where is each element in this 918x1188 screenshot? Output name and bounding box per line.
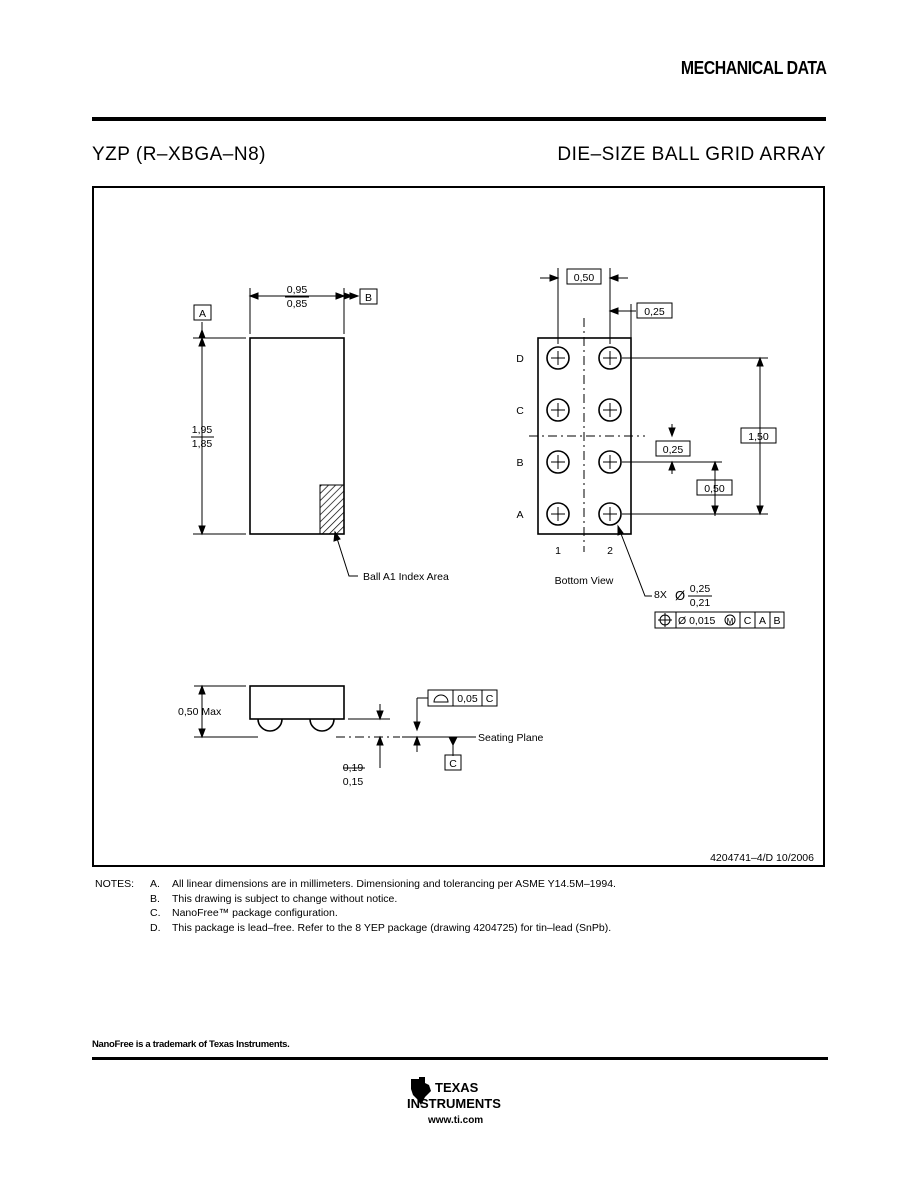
- tol-ref-a: A: [759, 615, 766, 627]
- drawing-frame: [92, 186, 825, 867]
- index-area-hatch: [319, 484, 345, 535]
- span-box: [740, 427, 777, 444]
- side-height-value: 0,50 Max: [178, 706, 222, 718]
- ball-dia-min: 0,21: [690, 597, 711, 609]
- seating-plane-label: Seating Plane: [478, 732, 544, 744]
- footer-rule: [92, 1057, 828, 1060]
- note-a: A.All linear dimensions are in millimete…: [150, 878, 616, 890]
- top-length-min: 1,85: [192, 438, 213, 450]
- header-rule: [92, 117, 826, 121]
- package-description: DIE–SIZE BALL GRID ARRAY: [557, 144, 826, 165]
- top-width-max: 0,95: [287, 284, 308, 296]
- top-length-max: 1,95: [192, 424, 213, 436]
- flatness-frame: [427, 689, 498, 707]
- texas-state-icon: [411, 1077, 431, 1105]
- offset-mid-box: [655, 440, 691, 457]
- offset-mid-value: 0,25: [663, 444, 684, 456]
- datum-c-label: C: [449, 758, 457, 770]
- offset-right-value: 0,25: [644, 306, 665, 318]
- col-label-2: 2: [607, 545, 613, 557]
- side-ball-1: [257, 718, 283, 732]
- ball-dia-max: 0,25: [690, 583, 711, 595]
- side-ball-2: [309, 718, 335, 732]
- row-label-c: C: [516, 405, 524, 417]
- top-view-outline: [249, 337, 345, 535]
- trademark-notice: NanoFree is a trademark of Texas Instrum…: [92, 1039, 290, 1050]
- note-d: D.This package is lead–free. Refer to th…: [150, 921, 612, 934]
- top-width-min: 0,85: [287, 298, 308, 310]
- col-label-1: 1: [555, 545, 561, 557]
- logo-line-1: TEXAS: [435, 1080, 479, 1095]
- package-code: YZP (R–XBGA–N8): [92, 144, 266, 165]
- tol-value: Ø 0,015: [678, 615, 716, 627]
- row-label-d: D: [516, 353, 524, 365]
- website-link[interactable]: www.ti.com: [428, 1115, 484, 1126]
- page-header-title: MECHANICAL DATA: [680, 58, 826, 78]
- standoff-max: 0,19: [343, 762, 364, 774]
- datum-b-box: [359, 288, 378, 305]
- side-view-body: [249, 685, 345, 720]
- tol-ref-b: B: [773, 615, 780, 627]
- row-label-a: A: [516, 509, 523, 521]
- offset-right-box: [636, 302, 673, 319]
- flatness-ref: C: [486, 693, 494, 705]
- ball-count: 8X: [654, 589, 667, 601]
- tol-ref-c: C: [744, 615, 752, 627]
- datum-a-box: [193, 304, 212, 321]
- drawing-number: 4204741–4/D 10/2006: [710, 852, 814, 864]
- tol-modifier: M: [727, 617, 734, 626]
- pitch-right-value: 0,50: [704, 483, 725, 495]
- ti-logo: TEXAS INSTRUMENTS: [407, 1077, 501, 1111]
- notes-label: NOTES:: [95, 878, 135, 890]
- flatness-value: 0,05: [457, 693, 478, 705]
- row-label-b: B: [516, 457, 523, 469]
- datum-c-box: [444, 754, 462, 771]
- note-c: C.NanoFree™ package configuration.: [150, 907, 338, 920]
- position-tolerance-frame: [654, 611, 785, 629]
- standoff-min: 0,15: [343, 776, 364, 788]
- datum-a-label: A: [199, 308, 206, 320]
- span-value: 1,50: [748, 431, 769, 443]
- datum-b-label: B: [365, 292, 372, 304]
- bottom-view-caption: Bottom View: [555, 575, 614, 587]
- pitch-top-box: [566, 268, 602, 285]
- diameter-symbol: Ø: [675, 588, 685, 603]
- pitch-top-value: 0,50: [574, 272, 595, 284]
- note-b: B.This drawing is subject to change with…: [150, 892, 398, 905]
- logo-line-2: INSTRUMENTS: [407, 1096, 501, 1111]
- index-area-label: Ball A1 Index Area: [363, 571, 449, 583]
- pitch-right-box: [696, 479, 733, 496]
- solder-balls: [546, 346, 622, 526]
